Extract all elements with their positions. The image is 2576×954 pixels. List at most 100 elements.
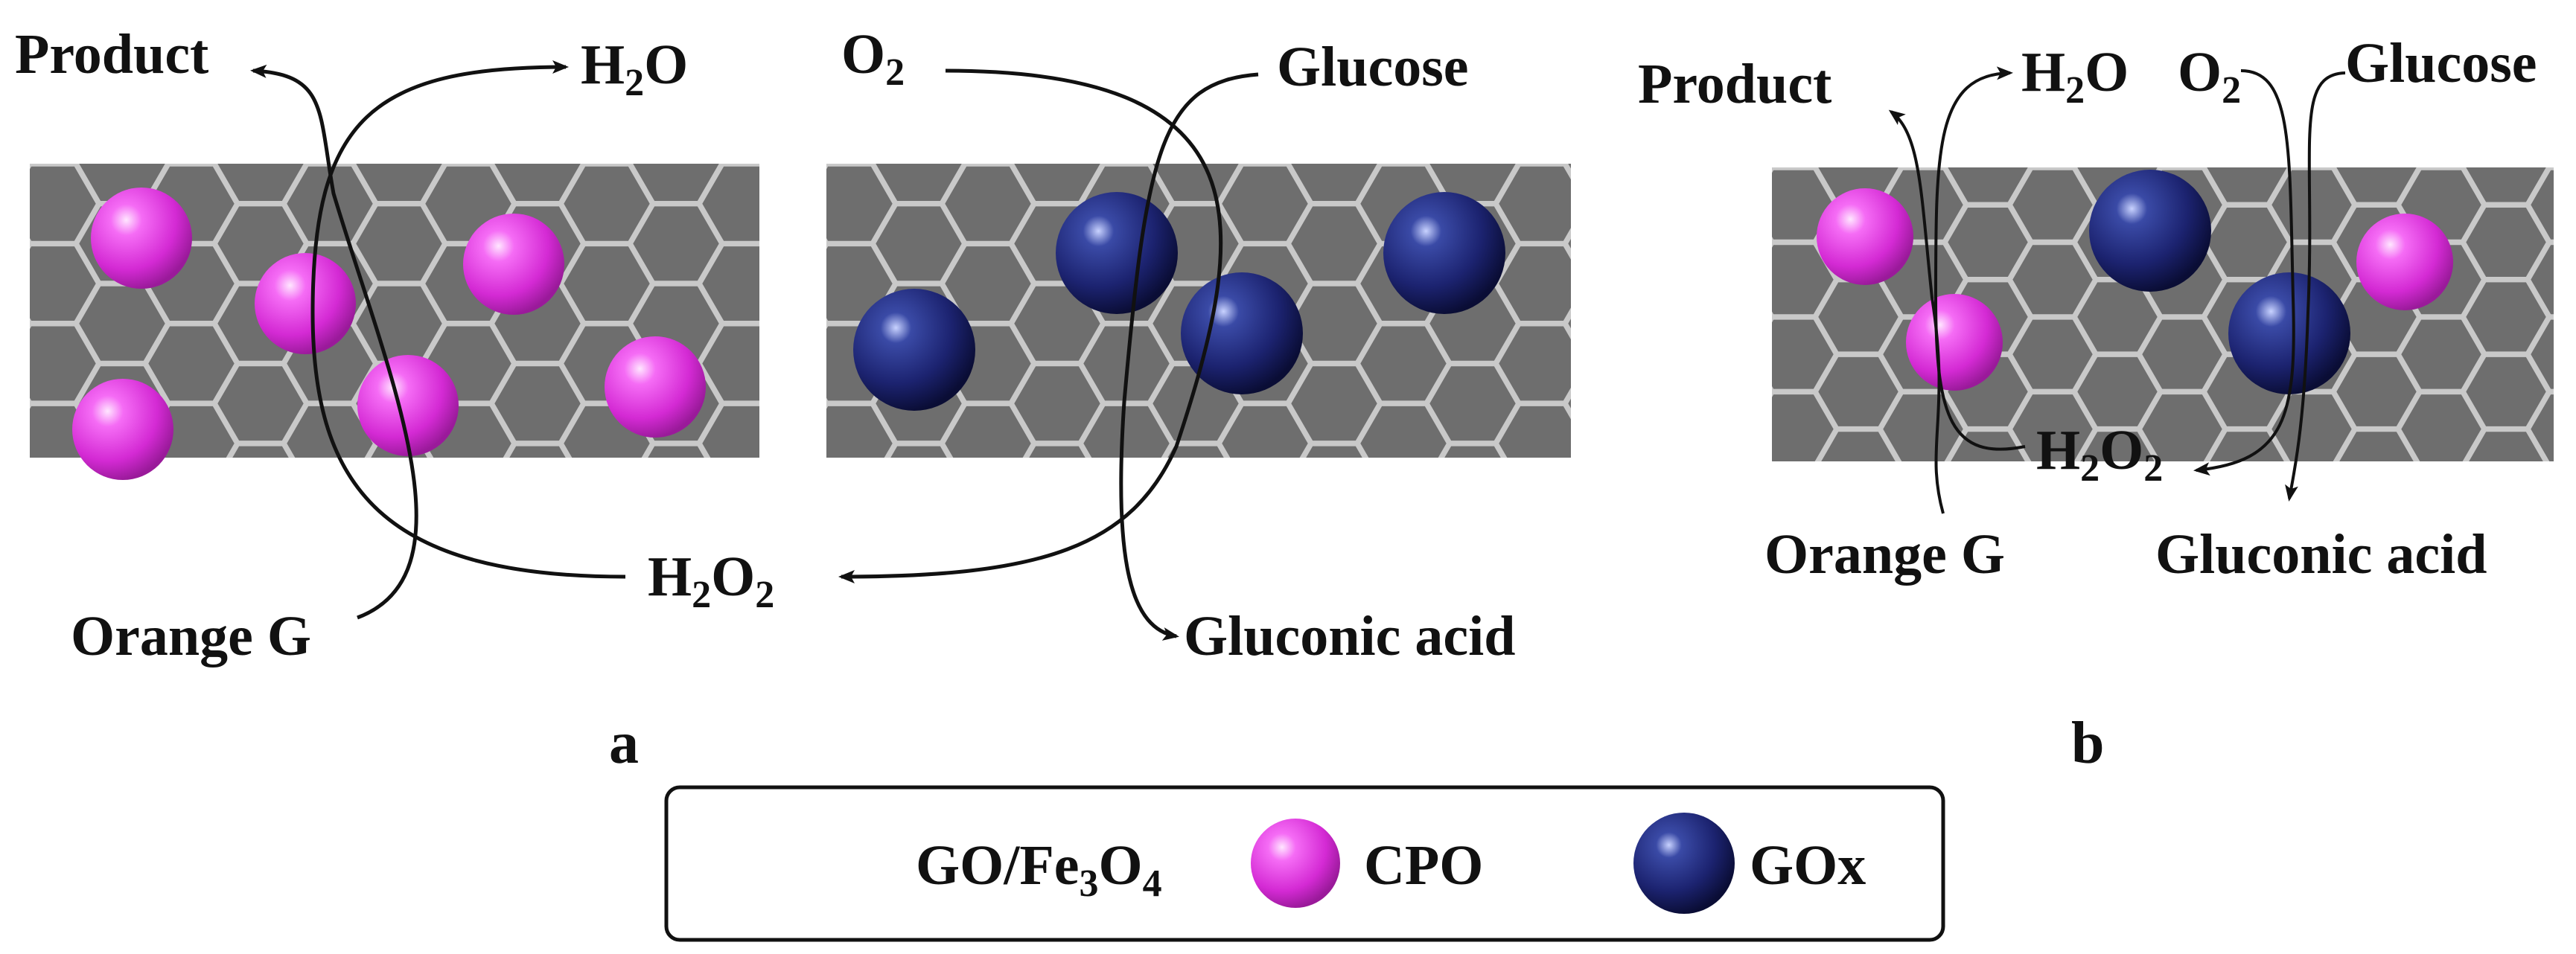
hexagon-cell <box>1564 232 1571 254</box>
hexagon-cell <box>1772 316 1837 392</box>
cpo-sphere <box>255 253 356 354</box>
arrow-orange-g-to-product-b <box>1888 109 1945 514</box>
arrow-o2-to-h2o2 <box>838 68 1223 583</box>
cpo-sphere <box>357 355 459 456</box>
hexagon-cell <box>1010 363 1104 444</box>
hexagon-cell <box>2527 316 2554 392</box>
arrow-h2o2-to-h2o-b <box>1933 66 2026 451</box>
panel-b-reaction-arrows <box>1888 66 2346 514</box>
hexagon-cell <box>1287 363 1381 444</box>
arrow-o2-to-h2o2-b <box>2193 69 2295 476</box>
hexagon-cell <box>2160 167 2204 168</box>
cpo-sphere <box>605 336 706 438</box>
legend-label-go-fe3o4: GO/Fe3O4 <box>916 834 1162 905</box>
hexagon-cell <box>1495 243 1571 324</box>
hexagon-cell <box>352 203 446 284</box>
hexagon-cell <box>1426 363 1520 444</box>
hexagon-cell <box>1218 403 1312 458</box>
hexagon-cell <box>1947 429 2029 461</box>
hexagon-cell <box>943 85 1033 162</box>
hexagon-cell <box>506 443 570 458</box>
hexagon-cell <box>1495 403 1571 458</box>
hexagon-cell <box>805 85 894 162</box>
panel-b-sphere-group <box>1817 170 2453 394</box>
hexagon-cell <box>30 323 31 324</box>
hexagon-cell <box>2073 353 2161 429</box>
label-h2o-b: H2O <box>2021 41 2129 112</box>
hexagon-cell <box>144 323 238 404</box>
hexagon-cell <box>1497 484 1587 562</box>
hexagon-cell <box>147 484 236 562</box>
hexagon-cell <box>562 484 651 562</box>
hexagon-cell <box>1220 484 1310 562</box>
label-o2-a: O2 <box>841 23 905 94</box>
cpo-sphere <box>2356 214 2453 310</box>
label-h2o2-a: H2O2 <box>648 545 774 616</box>
hexagon-cell <box>1218 164 1312 244</box>
hexagon-cell <box>1772 242 1837 318</box>
arrow-glucose-to-gluconic-acid-b <box>2285 71 2346 502</box>
hexagon-cell <box>1010 164 1104 204</box>
hexagon-cell <box>1356 403 1450 458</box>
label-orange-g-a: Orange G <box>71 605 311 668</box>
hexagon-cell <box>283 164 377 244</box>
hexagon-cell <box>493 45 582 123</box>
hexagon-cell <box>1566 445 1656 522</box>
gox-sphere <box>1383 192 1505 314</box>
hexagon-cell <box>1287 203 1381 284</box>
hexagon-cell <box>2009 391 2097 461</box>
hexagon-cell <box>629 164 723 204</box>
cpo-sphere <box>1906 294 2003 391</box>
hexagon-cell <box>826 164 896 244</box>
hexagon-cell <box>2138 391 2226 461</box>
hexagon-cell <box>2336 429 2417 461</box>
hexagon-cell <box>1151 45 1240 123</box>
hexagon-cell <box>352 164 446 204</box>
hexagon-cell <box>941 164 1035 244</box>
legend-gox-icon <box>1633 813 1735 914</box>
hexagon-cell <box>698 243 759 324</box>
hexagon-cell <box>1687 430 1770 502</box>
hexagon-cell <box>1814 353 1902 429</box>
hexagon-cell <box>2397 316 2485 392</box>
gox-sphere <box>2089 170 2211 292</box>
hexagon-cell <box>0 125 28 202</box>
hexagon-cell <box>2268 391 2356 461</box>
hexagon-cell <box>2462 167 2550 205</box>
hexagon-cell <box>2203 167 2291 205</box>
hexagon-cell <box>644 443 708 458</box>
panel-b-letter: b <box>2071 711 2105 776</box>
hexagon-cell <box>872 203 966 284</box>
hexagon-cell <box>2333 167 2420 205</box>
hexagon-cell <box>216 45 305 123</box>
hexagon-cell <box>30 323 100 404</box>
label-h2o2-b: H2O2 <box>2036 419 2163 490</box>
hexagon-cell <box>1302 443 1366 458</box>
gox-sphere <box>1056 192 1178 314</box>
cpo-sphere <box>463 214 564 315</box>
hexagon-cell <box>2009 242 2097 318</box>
legend: GO/Fe3O4 CPO GOx <box>664 785 1945 942</box>
hexagon-cell <box>491 164 584 204</box>
hexagon-cell <box>491 363 584 444</box>
hexagon-cell <box>698 323 759 404</box>
hexagon-cell <box>424 484 513 562</box>
label-glucose-a: Glucose <box>1277 36 1469 98</box>
cpo-sphere <box>72 379 173 480</box>
hexagon-cell <box>2462 353 2550 429</box>
hexagon-cell <box>1944 205 2032 280</box>
legend-label-gox: GOx <box>1750 834 1866 897</box>
label-gluconic-acid-a: Gluconic acid <box>1184 605 1515 668</box>
legend-label-cpo: CPO <box>1364 834 1483 897</box>
hexagon-cell <box>214 363 307 444</box>
hexagon-cell <box>2009 316 2097 392</box>
hexagon-cell <box>1495 323 1571 404</box>
gox-sphere <box>1181 272 1303 394</box>
hexagon-cell <box>424 85 513 162</box>
hexagon-cell <box>214 164 307 204</box>
hexagon-cell <box>1772 241 1773 243</box>
hexagon-cell <box>1025 443 1089 458</box>
hexagon-cell <box>2465 429 2547 461</box>
cpo-sphere <box>1817 188 1913 285</box>
